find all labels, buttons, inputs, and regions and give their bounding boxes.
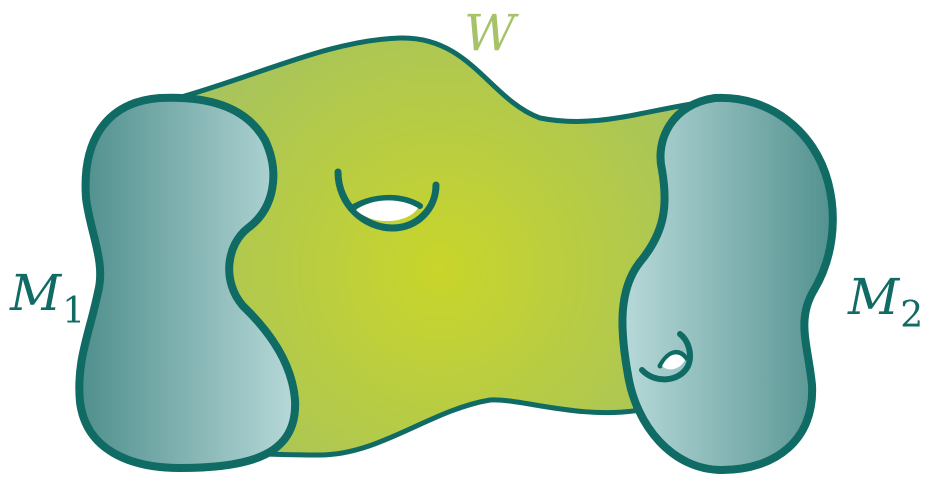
label-w-main: W [464,4,515,62]
label-m2-main: M [848,268,899,326]
label-w: W [464,8,516,70]
label-m1-sub: 1 [62,291,85,332]
label-m1: M1 [10,268,85,330]
label-m2-sub: 2 [900,295,923,336]
label-m2: M2 [848,272,923,334]
label-m1-main: M [10,264,61,322]
